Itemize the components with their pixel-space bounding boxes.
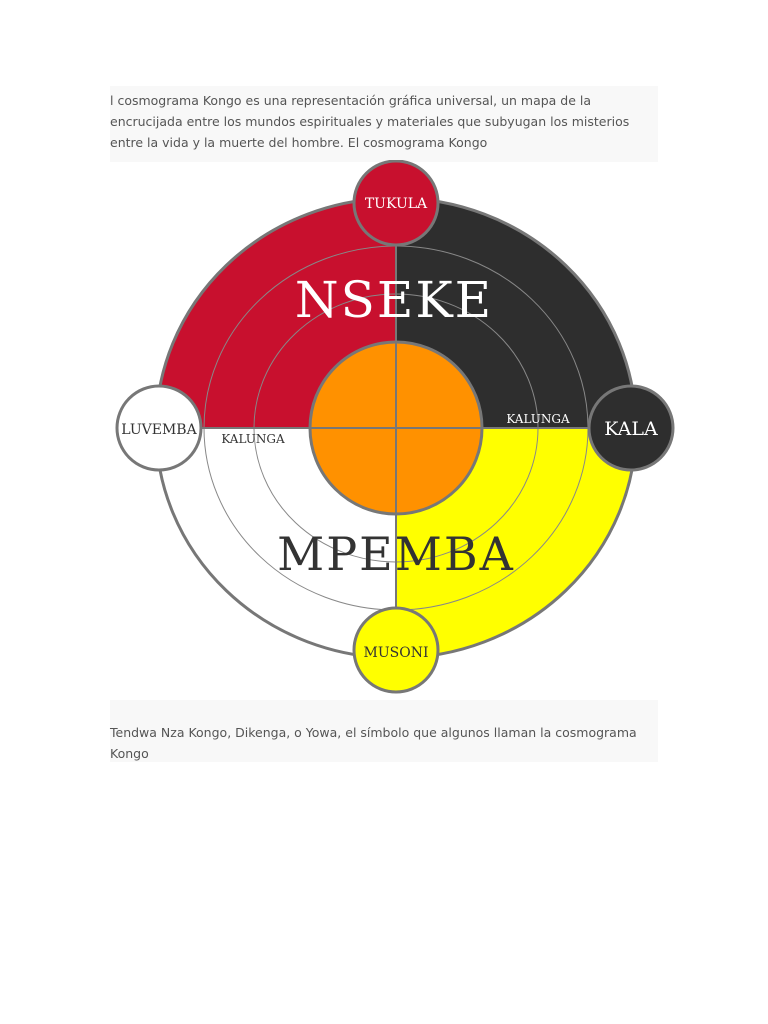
node-luvemba: LUVEMBA — [115, 384, 203, 472]
mpemba-label: MPEMBA — [277, 527, 515, 581]
kalunga-right-label: KALUNGA — [506, 412, 570, 426]
caption-paragraph: Tendwa Nza Kongo, Dikenga, o Yowa, el sí… — [110, 700, 658, 762]
kala-label: KALA — [604, 418, 658, 440]
nseke-label: NSEKE — [295, 271, 493, 329]
node-tukula: TUKULA — [352, 160, 440, 247]
intro-paragraph: l cosmograma Kongo es una representación… — [110, 86, 658, 162]
tukula-label: TUKULA — [365, 196, 428, 212]
node-kala: KALA — [587, 384, 675, 472]
musoni-label: MUSONI — [364, 645, 429, 661]
kalunga-left-label: KALUNGA — [221, 432, 285, 446]
caption-text: Tendwa Nza Kongo, Dikenga, o Yowa, el sí… — [110, 725, 637, 761]
cosmogram-diagram: NSEKE MPEMBA KALUNGA KALUNGA TUKULA LUVE… — [115, 160, 675, 694]
luvemba-label: LUVEMBA — [121, 422, 197, 438]
node-musoni: MUSONI — [352, 606, 440, 694]
intro-text: l cosmograma Kongo es una representación… — [110, 93, 630, 150]
